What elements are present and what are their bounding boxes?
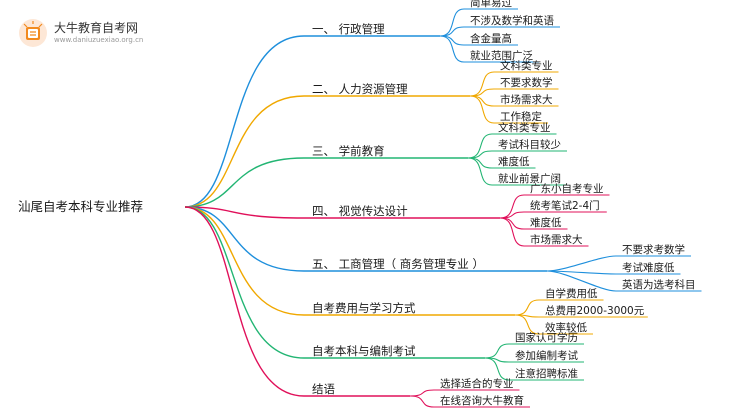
logo-name: 大牛教育自考网: [54, 21, 139, 35]
leaf-label: 市场需求大: [530, 233, 583, 246]
leaf-connector: [469, 88, 495, 97]
leaf-label: 英语为选考科目: [622, 278, 696, 291]
branch-label: 结语: [312, 382, 335, 396]
branch-label: 二、 人力资源管理: [312, 82, 408, 96]
logo: 大牛教育自考网 www.daniuzuexiao.org.cn: [18, 16, 178, 52]
leaf-connector: [439, 35, 465, 63]
branch-connector: [184, 206, 305, 397]
root-label: 汕尾自考本科专业推荐: [18, 199, 143, 214]
leaf-label: 市场需求大: [500, 93, 553, 106]
leaf-connector: [469, 71, 495, 97]
leaf-label: 难度低: [530, 216, 562, 229]
branch-connector: [184, 157, 305, 208]
leaf-label: 统考笔试2-4门: [530, 199, 600, 212]
leaf-label: 简单易过: [470, 0, 512, 9]
leaf-connector: [499, 217, 525, 247]
logo-url: www.daniuzuexiao.org.cn: [54, 36, 144, 44]
leaf-connector: [484, 357, 510, 381]
leaf-connector: [467, 150, 493, 159]
leaf-connector: [439, 26, 465, 37]
leaf-label: 含金量高: [470, 32, 512, 45]
book-icon: [19, 19, 47, 47]
leaf-connector: [409, 389, 435, 397]
leaf-connector: [514, 299, 540, 316]
leaf-connector: [514, 314, 540, 335]
leaf-connector: [546, 255, 617, 272]
leaf-label: 就业范围广泛: [470, 49, 533, 62]
leaf-label: 考试难度低: [622, 261, 675, 274]
leaf-label: 自学费用低: [545, 287, 598, 300]
leaf-label: 就业前景广阔: [498, 172, 561, 185]
leaf-label: 工作稳定: [500, 110, 542, 123]
leaf-label: 注意招聘标准: [515, 367, 578, 380]
leaf-connector: [467, 157, 493, 169]
branch-label: 自考费用与学习方式: [312, 301, 416, 315]
leaf-label: 不要求考数学: [622, 243, 685, 256]
leaf-label: 总费用2000-3000元: [545, 304, 645, 317]
leaf-label: 效率较低: [545, 321, 587, 334]
leaf-label: 文科类专业: [498, 121, 551, 134]
leaf-label: 不要求数学: [500, 76, 553, 89]
branch-connector: [184, 206, 305, 219]
branch-label: 自考本科与编制考试: [312, 344, 416, 358]
leaf-label: 不涉及数学和英语: [470, 14, 554, 27]
leaf-label: 参加编制考试: [515, 349, 578, 362]
leaf-connector: [467, 133, 493, 159]
branch-connector: [184, 95, 305, 208]
branch-connector: [184, 206, 305, 359]
leaf-label: 选择适合的专业: [440, 377, 514, 390]
leaf-label: 考试科目较少: [498, 138, 561, 151]
leaf-label: 在线咨询大牛教育: [440, 394, 524, 407]
leaf-connector: [409, 395, 435, 408]
leaf-label: 难度低: [498, 155, 530, 168]
branch-connector: [184, 35, 305, 208]
leaf-connector: [469, 95, 495, 107]
leaf-label: 广东小自考专业: [530, 182, 604, 195]
leaf-connector: [439, 35, 465, 46]
leaf-connector: [546, 270, 617, 292]
leaf-connector: [499, 217, 525, 230]
leaf-connector: [499, 194, 525, 219]
leaf-connector: [469, 95, 495, 124]
branch-label: 四、 视觉传达设计: [312, 204, 408, 218]
branch-connector: [184, 206, 305, 316]
branch-label: 一、 行政管理: [312, 22, 385, 36]
leaf-label: 国家认可学历: [515, 331, 578, 344]
branch-label: 三、 学前教育: [312, 144, 385, 158]
branch-label: 五、 工商管理（ 商务管理专业 ）: [312, 257, 484, 271]
branch-connector: [184, 206, 305, 272]
leaf-label: 文科类专业: [500, 59, 553, 72]
leaf-connector: [439, 8, 465, 37]
leaf-connector: [484, 343, 510, 359]
leaf-connector: [467, 157, 493, 186]
